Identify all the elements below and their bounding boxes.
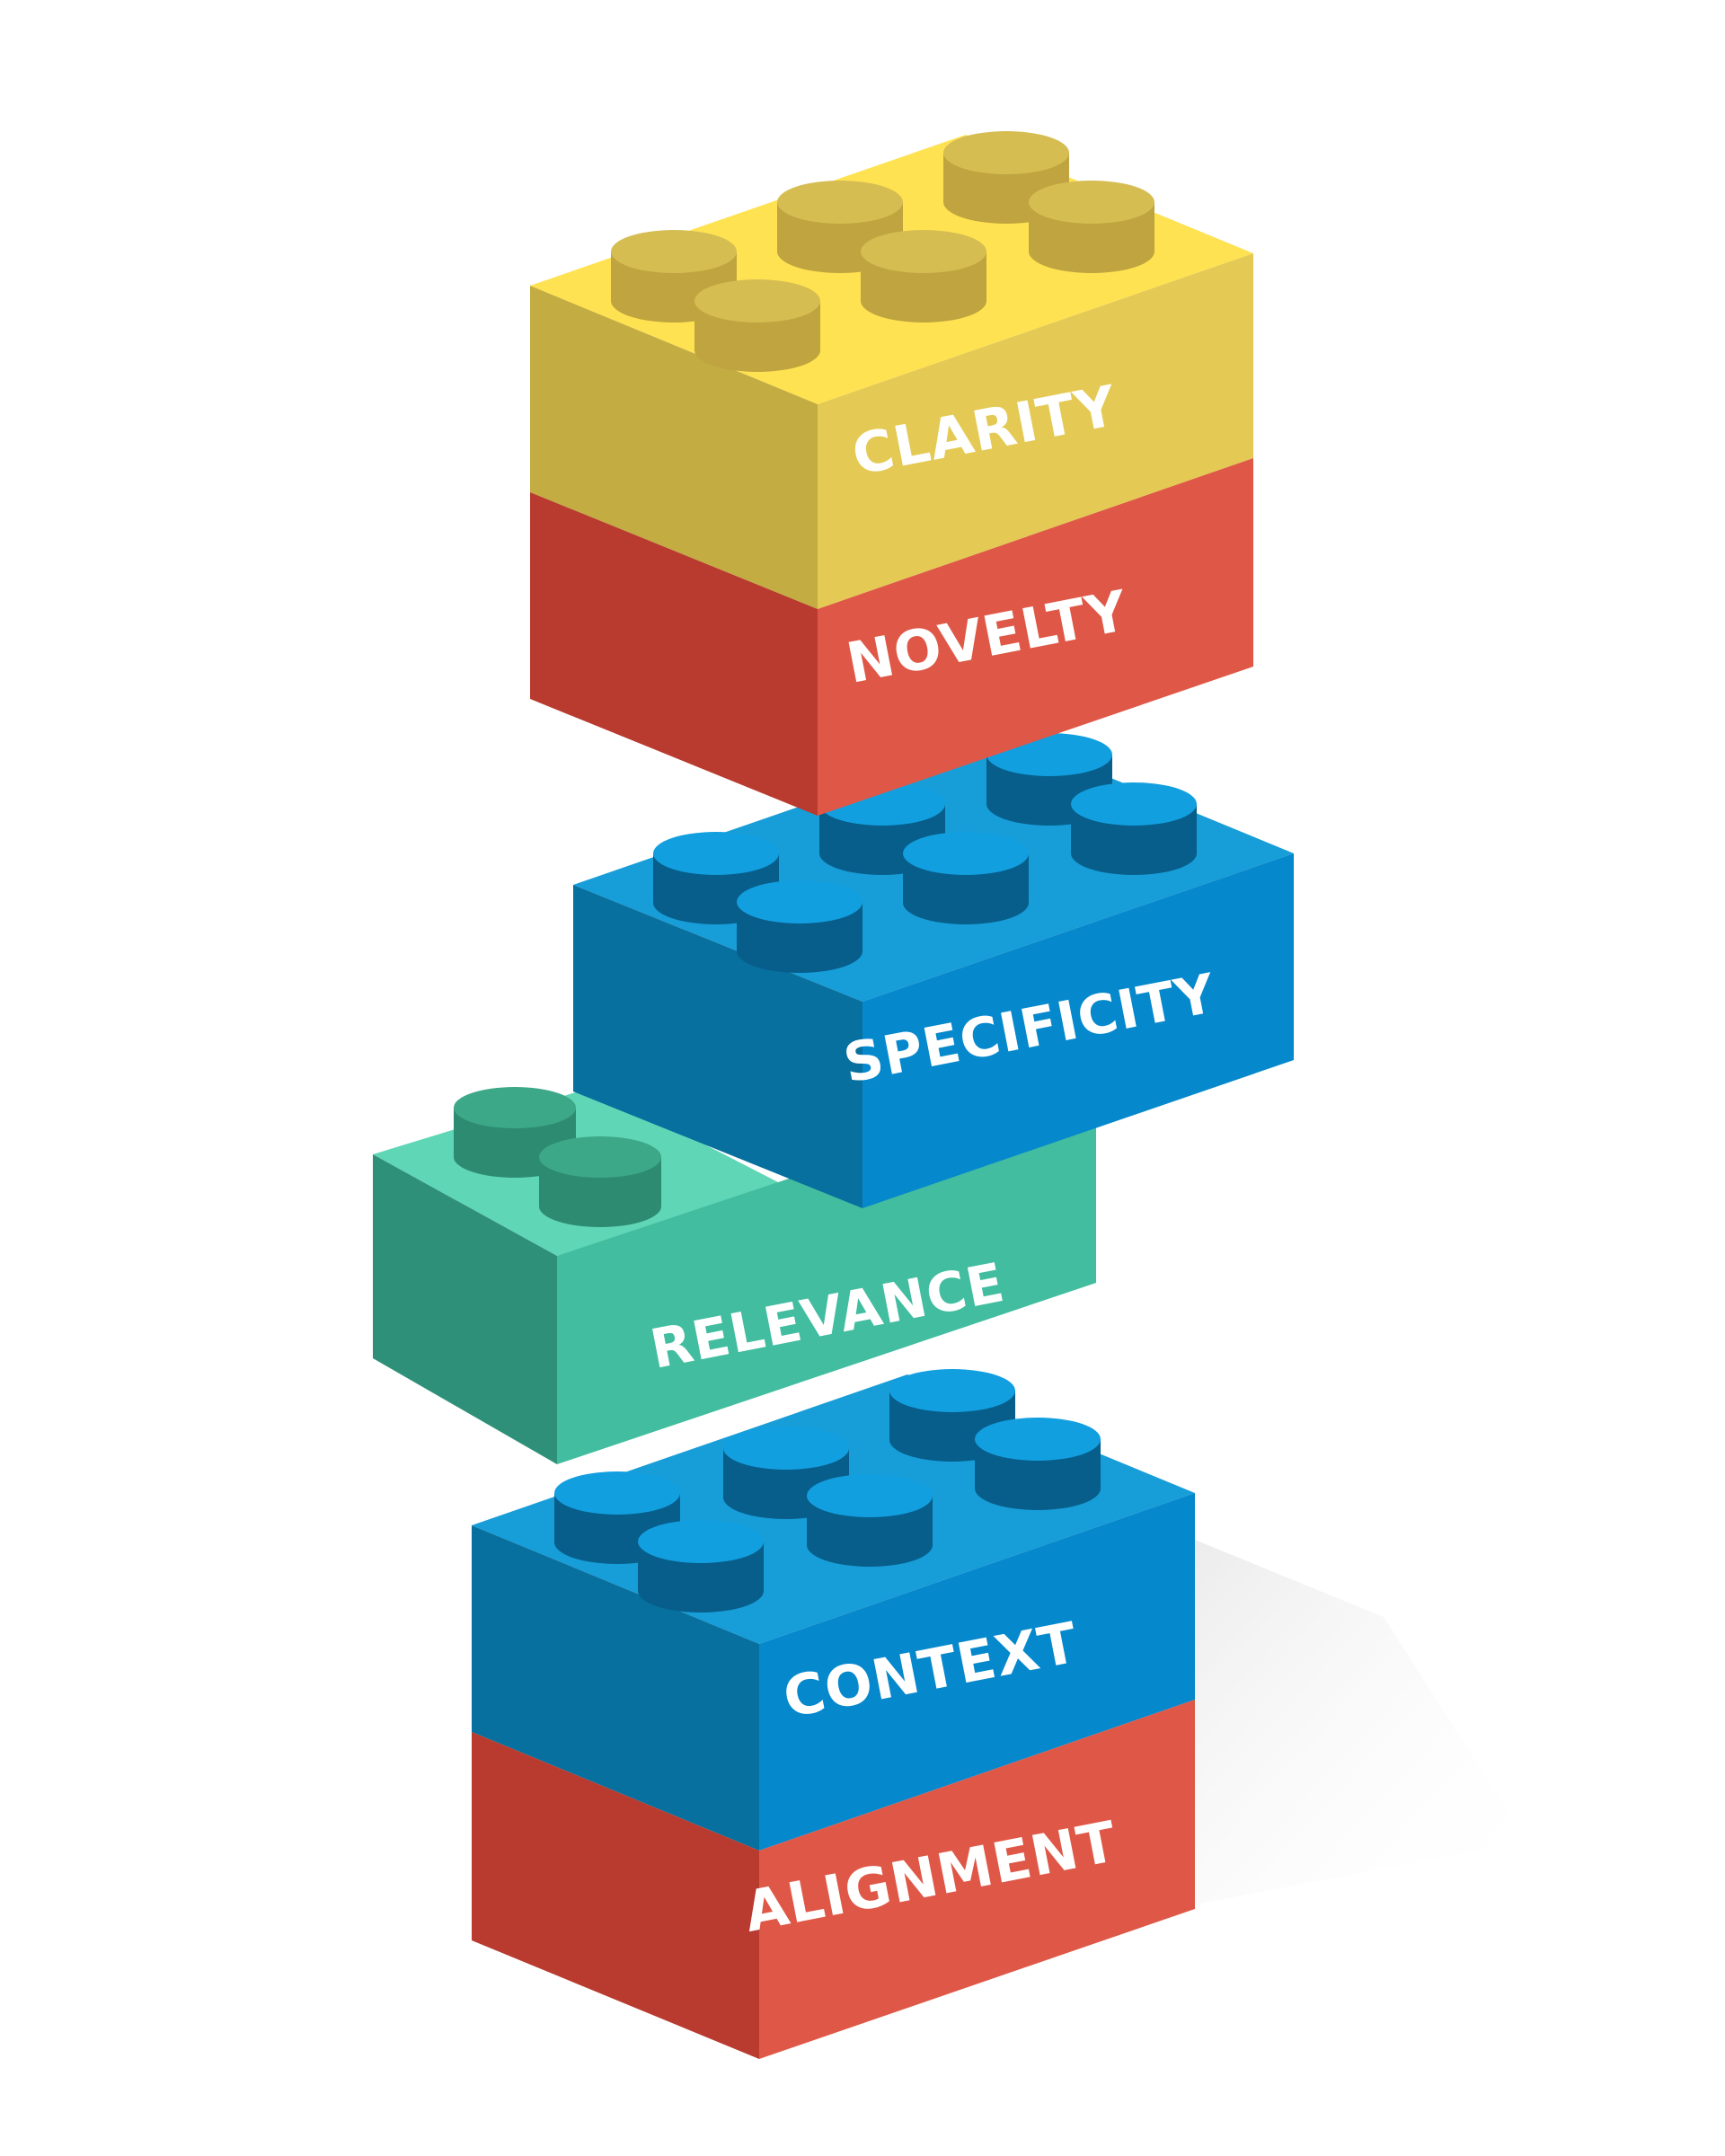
stud: [737, 880, 862, 973]
brick-front-face-lower: [759, 1700, 1195, 2059]
brick-left-face-lower: [530, 492, 818, 816]
stud: [723, 1427, 849, 1519]
brick-left-face: [373, 1154, 557, 1464]
stud: [1029, 181, 1154, 273]
brick-left-face-upper: [530, 286, 818, 609]
brick-clarity-novelty: CLARITY NOVELTY: [530, 131, 1253, 816]
stud: [1071, 782, 1197, 875]
brick-front-face-upper: [759, 1493, 1195, 1851]
brick-left-face-lower: [472, 1732, 759, 2059]
stud: [861, 230, 986, 323]
stud: [903, 832, 1029, 924]
brick-front-face-lower: [818, 458, 1253, 816]
brick-front-face: [862, 853, 1294, 1208]
stud: [539, 1136, 661, 1227]
stud: [975, 1418, 1101, 1510]
stud: [694, 279, 820, 372]
brick-left-face: [573, 885, 862, 1208]
brick-specificity: SPECIFICITY: [573, 733, 1294, 1208]
stud: [638, 1520, 764, 1613]
brick-front-face-upper: [818, 253, 1253, 609]
ground-shadow: [1186, 1536, 1527, 1904]
brick-context-alignment: CONTEXT ALIGNMENT: [472, 1369, 1195, 2059]
stud: [807, 1474, 933, 1567]
brick-left-face-upper: [472, 1525, 759, 1851]
